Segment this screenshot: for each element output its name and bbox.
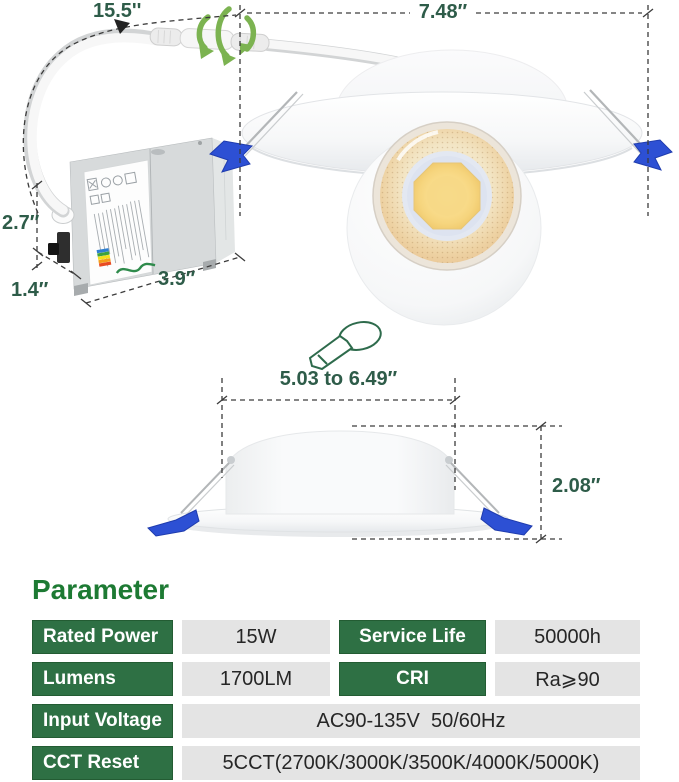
spring-wire-right-side	[450, 462, 500, 514]
spring-clip-right-side	[480, 507, 533, 536]
spec-value-lumens: 1700LM	[182, 662, 330, 696]
led-lens	[372, 121, 522, 271]
dimension-lines	[22, 5, 649, 540]
cct-switch-knob	[48, 243, 59, 255]
rotation-arrows-icon	[196, 6, 257, 66]
spring-wire-left	[238, 91, 298, 154]
spring-wire-left-side	[180, 462, 230, 514]
downlight-side-view	[147, 430, 533, 537]
spring-clip-right	[633, 139, 673, 171]
junction-box-label	[83, 159, 156, 286]
junction-box	[48, 137, 235, 296]
spec-value-rated-power: 15W	[182, 620, 330, 654]
spec-value-cct-reset: 5CCT(2700K/3000K/3500K/4000K/5000K)	[182, 746, 640, 780]
spring-clip-left	[209, 140, 254, 173]
spring-wire-right	[589, 89, 647, 151]
spec-label-input-voltage: Input Voltage	[32, 704, 173, 738]
dimension-ticks	[31, 8, 654, 544]
spec-table: Rated Power 15W Service Life 50000h Lume…	[32, 620, 640, 780]
arrow-down-icon	[114, 19, 130, 34]
dim-fixture-height: 2.08″	[552, 475, 601, 497]
spec-label-cct-reset: CCT Reset	[32, 746, 173, 780]
cct-switch	[57, 232, 70, 263]
dim-box-width: 3.9″	[158, 268, 196, 290]
spec-value-input-voltage: AC90-135V 50/60Hz	[182, 704, 640, 738]
dim-box-height: 2.7″	[2, 212, 40, 234]
dim-fixture-diameter: 7.48″	[418, 1, 468, 23]
spec-value-service-life: 50000h	[495, 620, 640, 654]
spec-value-cri: Ra⩾90	[495, 662, 640, 696]
spec-label-cri: CRI	[339, 662, 486, 696]
dim-box-depth: 1.4″	[11, 279, 49, 301]
label-fine-print	[93, 199, 150, 267]
spring-clip-left-side	[147, 509, 200, 537]
dim-cutout-range: 5.03 to 6.49″	[279, 368, 398, 390]
product-illustration	[22, 5, 673, 544]
downlight-front-view	[209, 49, 673, 326]
spec-label-service-life: Service Life	[339, 620, 486, 654]
label-color-strip	[96, 248, 112, 267]
brand-logo	[115, 262, 156, 274]
spec-label-lumens: Lumens	[32, 662, 173, 696]
spec-label-rated-power: Rated Power	[32, 620, 173, 654]
dim-cable-length: 15.5''	[93, 0, 142, 22]
hole-cutter-icon	[308, 321, 382, 371]
parameter-title: Parameter	[32, 574, 169, 605]
